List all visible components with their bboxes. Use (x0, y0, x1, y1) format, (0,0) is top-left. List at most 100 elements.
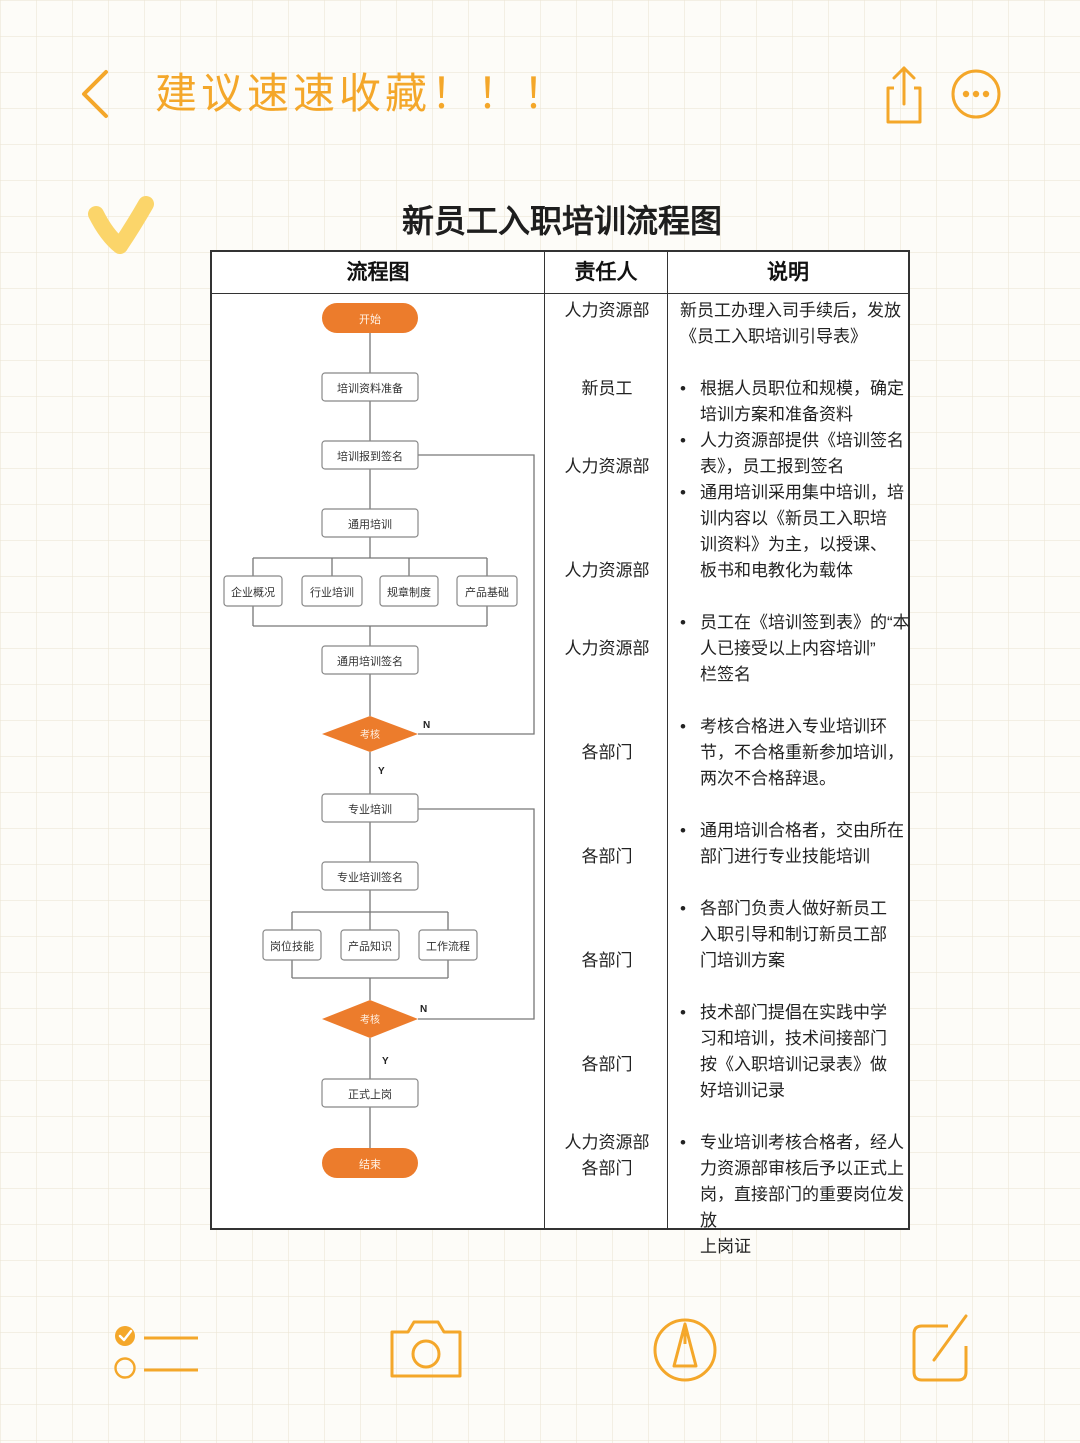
decision-no-label: N (423, 720, 430, 731)
bullet-icon: • (680, 899, 686, 918)
more-icon[interactable] (950, 68, 1002, 120)
decision-node (322, 716, 418, 752)
process-box (321, 440, 419, 470)
note-line: 各部门负责人做好新员工 (700, 899, 887, 918)
responsible-cell: 人力资源部 (564, 301, 650, 320)
bullet-icon: • (680, 431, 686, 450)
topic-label: 岗位技能 (270, 939, 314, 953)
start-label: 开始 (359, 312, 381, 326)
note-line: 力资源部审核后予以正式上 (700, 1159, 904, 1178)
process-label: 培训资料准备 (337, 381, 403, 395)
note-text: 新员工办理入司手续后，发放《员工入职培训引导表》 (674, 298, 910, 350)
share-icon[interactable] (880, 64, 928, 126)
note-line: 好培训记录 (700, 1081, 785, 1100)
topic-box (379, 575, 439, 607)
note-line: 习和培训，技术间接部门 (700, 1029, 887, 1048)
decision-yes-label: Y (382, 1056, 389, 1067)
note-title: 建议速速收藏！！！ (155, 70, 570, 117)
note-text: •考核合格进入专业培训环节，不合格重新参加培训，两次不合格辞退。 (674, 714, 910, 792)
note-line: 两次不合格辞退。 (700, 769, 836, 788)
process-box (321, 861, 419, 891)
compose-icon[interactable] (908, 1310, 976, 1390)
start-node (322, 303, 418, 333)
decision-yes-label: Y (378, 766, 385, 777)
note-text: •人力资源部提供《培训签名表》，员工报到签名 (674, 428, 910, 480)
note-cell: •根据人员职位和规模，确定培训方案和准备资料 (674, 376, 910, 428)
note-line: 新员工办理入司手续后，发放 (680, 301, 901, 320)
column-divider (667, 252, 668, 1228)
bullet-icon: • (680, 717, 686, 736)
topic-label: 规章制度 (387, 585, 431, 599)
topic-box (418, 929, 478, 961)
note-line: 训资料》为主，以授课、 (700, 535, 887, 554)
topic-label: 产品知识 (348, 939, 392, 953)
topic-label: 工作流程 (426, 939, 470, 953)
decision-label: 考核 (360, 1013, 380, 1026)
topic-box (456, 575, 518, 607)
note-line: 入职引导和制订新员工部 (700, 925, 887, 944)
note-cell: •考核合格进入专业培训环节，不合格重新参加培训，两次不合格辞退。 (674, 714, 910, 792)
note-cell: 新员工办理入司手续后，发放《员工入职培训引导表》 (674, 298, 910, 350)
flowchart: 开始 结束 培训资料准备 培训报到签名 通用培训 企业概况 (223, 303, 535, 1178)
column-header-flowchart: 流程图 (346, 261, 410, 284)
note-line: 考核合格进入专业培训环 (700, 717, 887, 736)
note-text: • 通用培训合格者，交由所在部门进行专业技能培训 (674, 818, 910, 870)
note-cell: •人力资源部提供《培训签名表》，员工报到签名 (674, 428, 910, 480)
process-label: 专业培训签名 (337, 870, 403, 884)
responsible-cell: 人力资源部 (564, 457, 650, 476)
end-node (322, 1148, 418, 1178)
checkmark-icon (88, 196, 154, 254)
note-line: 通用培训合格者，交由所在 (700, 821, 904, 840)
topic-box (262, 929, 322, 961)
chevron-left-icon[interactable] (72, 64, 128, 124)
process-box (321, 508, 419, 538)
note-line: 《员工入职培训引导表》 (680, 327, 867, 346)
responsible-cell: 各部门 (581, 951, 633, 970)
note-line: 部门进行专业技能培训 (700, 847, 870, 866)
topic-label: 产品基础 (465, 585, 509, 599)
responsible-cell: 人力资源部 (564, 561, 650, 580)
process-label: 通用培训签名 (337, 654, 403, 668)
note-line: 人已接受以上内容培训” (700, 639, 876, 658)
note-line: 门培训方案 (700, 951, 785, 970)
note-line: 板书和电教化为载体 (700, 561, 853, 580)
bullet-icon: • (680, 379, 686, 398)
note-line: 表》，员工报到签名 (700, 457, 845, 476)
pen-icon[interactable] (650, 1310, 720, 1390)
document-title: 新员工入职培训流程图 (401, 203, 722, 239)
responsible-cell: 人力资源部 (564, 639, 650, 658)
note-cell: • 通用培训合格者，交由所在部门进行专业技能培训 (674, 818, 910, 870)
column-header-responsible: 责任人 (574, 261, 638, 284)
bullet-icon: • (680, 1003, 686, 1022)
note-line: 通用培训采用集中培训，培 (700, 483, 904, 502)
column-divider (544, 252, 545, 1228)
process-box (321, 793, 419, 823)
checklist-icon[interactable] (112, 1310, 204, 1390)
decision-label: 考核 (360, 728, 380, 741)
note-line: 岗，直接部门的重要岗位发放 (700, 1185, 904, 1230)
note-text: •根据人员职位和规模，确定培训方案和准备资料 (674, 376, 910, 428)
responsible-cell: 各部门 (581, 1055, 633, 1074)
note-cell: •专业培训考核合格者，经人力资源部审核后予以正式上岗，直接部门的重要岗位发放上岗… (674, 1130, 910, 1260)
note-cell: •员工在《培训签到表》的“本人已接受以上内容培训”栏签名 (674, 610, 910, 688)
camera-icon[interactable] (388, 1310, 464, 1390)
bullet-icon: • (680, 613, 686, 632)
header-divider (212, 293, 908, 294)
end-label: 结束 (359, 1158, 381, 1171)
process-label: 培训报到签名 (337, 449, 403, 463)
responsible-cell: 各部门 (581, 743, 633, 762)
process-box (321, 645, 419, 675)
decision-node (322, 1000, 418, 1038)
decision-no-label: N (420, 1004, 427, 1015)
responsible-cell: 新员工 (581, 379, 633, 398)
note-line: 员工在《培训签到表》的“本 (700, 613, 910, 632)
bottom-toolbar (0, 1300, 1080, 1400)
topic-label: 企业概况 (231, 585, 275, 599)
flow-connectors (252, 333, 535, 1148)
bullet-icon: • (680, 821, 686, 840)
note-line: 根据人员职位和规模，确定 (700, 379, 904, 398)
process-label: 通用培训 (348, 517, 392, 531)
note-cell: • 各部门负责人做好新员工入职引导和制订新员工部门培训方案 (674, 896, 910, 974)
note-line: 技术部门提倡在实践中学 (700, 1003, 887, 1022)
topic-box (301, 575, 363, 607)
